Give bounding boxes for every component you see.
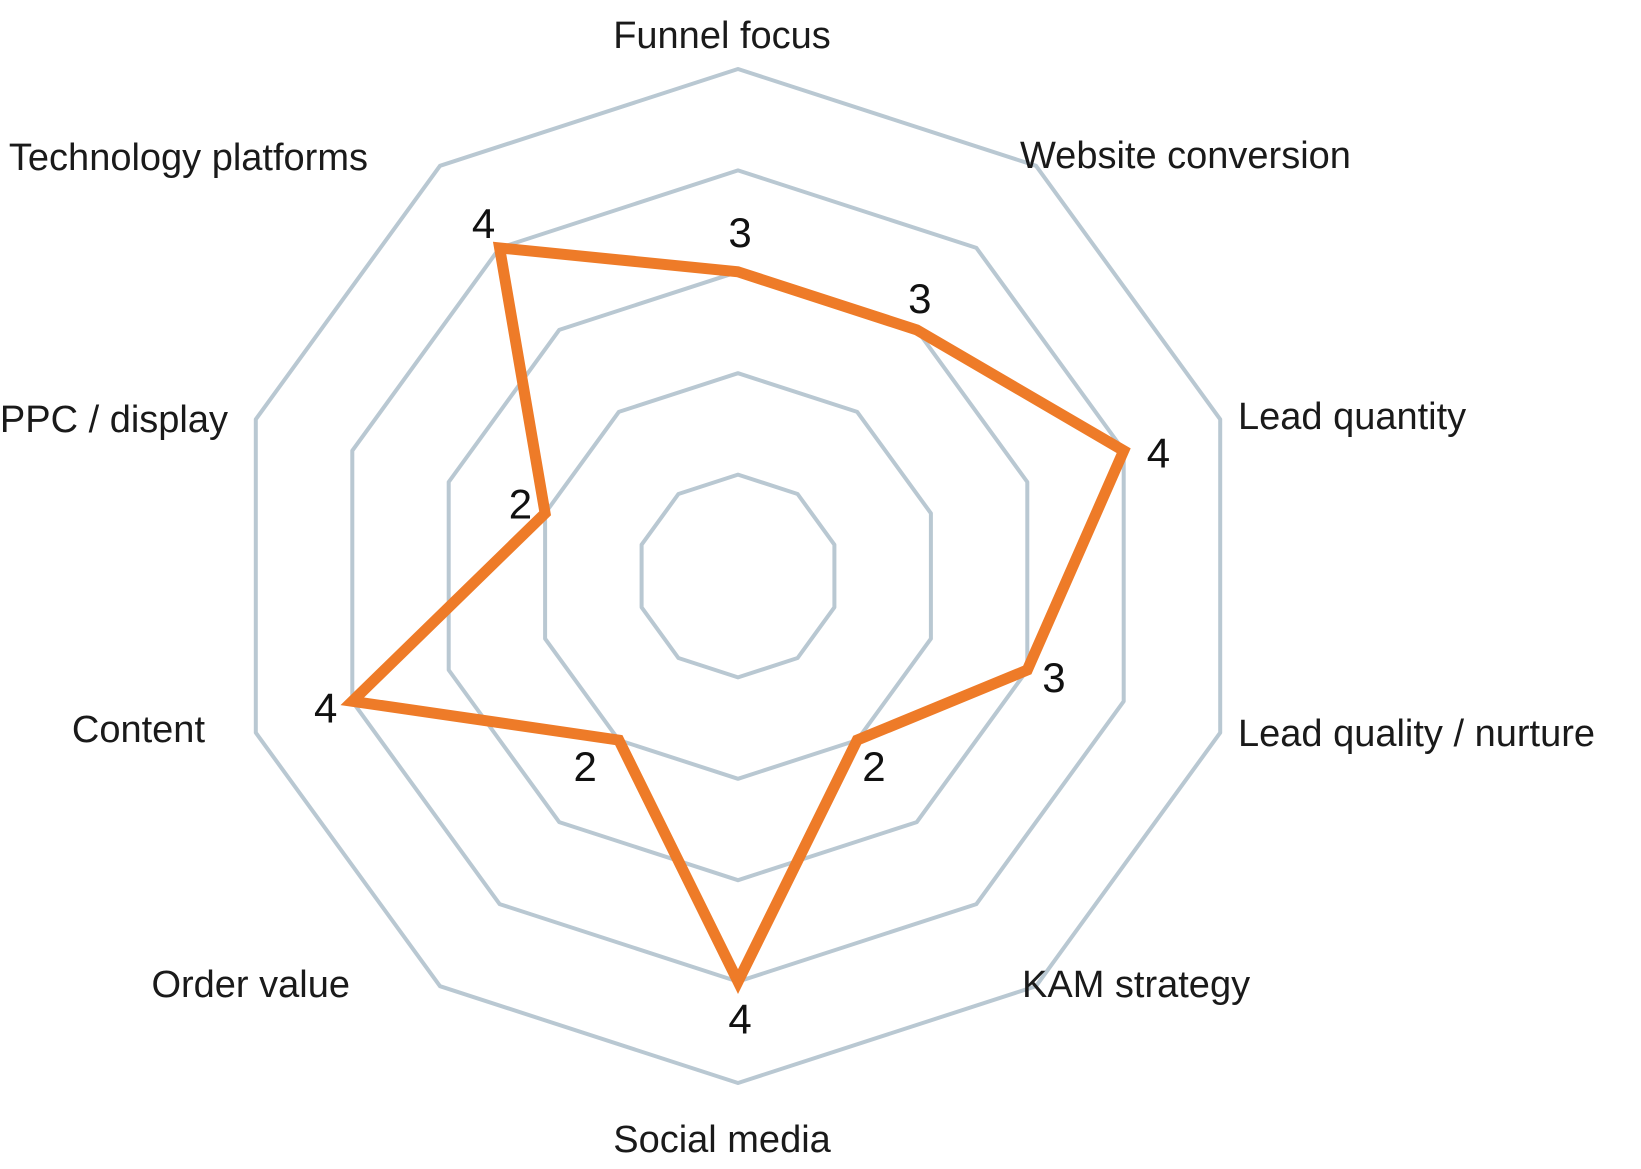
series-polygon bbox=[340, 241, 1131, 995]
value-label-6: 2 bbox=[573, 743, 596, 790]
value-label-0: 3 bbox=[728, 209, 751, 256]
category-label-4: KAM strategy bbox=[1022, 964, 1250, 1006]
value-label-3: 3 bbox=[1042, 654, 1065, 701]
value-label-5: 4 bbox=[728, 996, 751, 1043]
category-label-3: Lead quality / nurture bbox=[1238, 713, 1595, 755]
category-label-9: Technology platforms bbox=[9, 137, 368, 179]
category-label-7: Content bbox=[72, 709, 206, 751]
category-label-2: Lead quantity bbox=[1238, 396, 1466, 438]
value-label-9: 4 bbox=[472, 200, 495, 247]
value-label-2: 4 bbox=[1147, 430, 1170, 477]
value-label-8: 2 bbox=[509, 480, 532, 527]
category-label-6: Order value bbox=[151, 964, 350, 1006]
category-label-5: Social media bbox=[613, 1119, 831, 1161]
grid-ring-4 bbox=[350, 168, 1126, 984]
category-label-8: PPC / display bbox=[0, 399, 228, 441]
category-label-1: Website conversion bbox=[1020, 135, 1351, 177]
category-label-0: Funnel focus bbox=[613, 15, 831, 57]
grid-ring-2 bbox=[543, 371, 933, 781]
value-label-7: 4 bbox=[314, 684, 337, 731]
value-label-4: 2 bbox=[862, 743, 885, 790]
grid-ring-1 bbox=[639, 472, 837, 680]
value-label-1: 3 bbox=[908, 275, 931, 322]
grid-ring-5 bbox=[253, 67, 1223, 1085]
grid-ring-3 bbox=[446, 269, 1030, 883]
